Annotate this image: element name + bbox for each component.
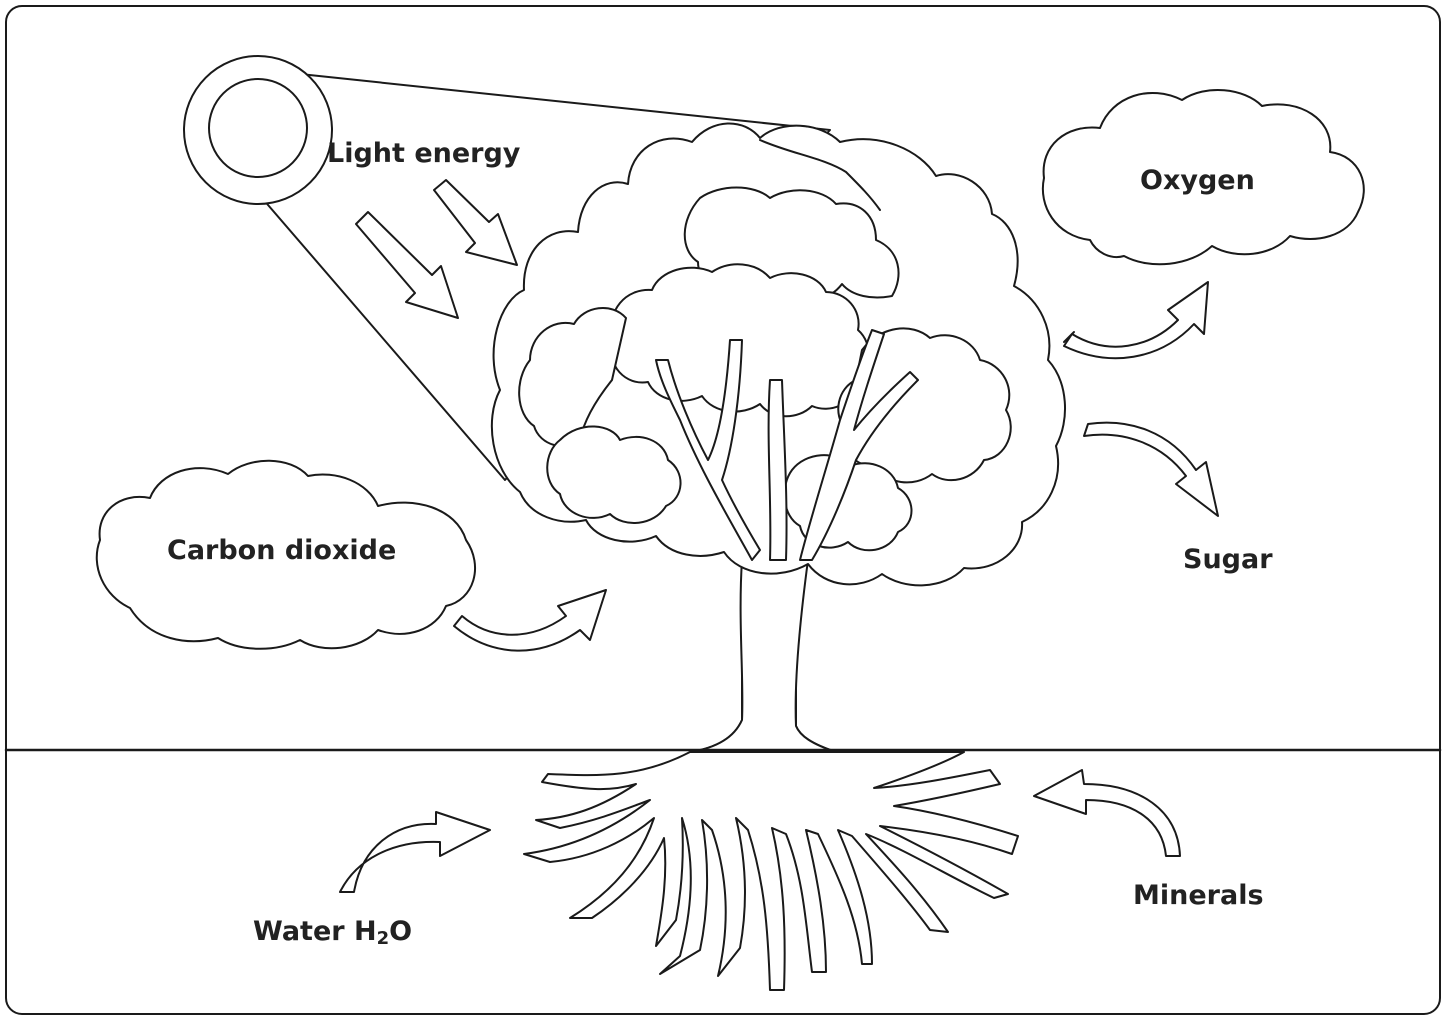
- water-label-main: Water H: [253, 916, 377, 947]
- light-energy-label: Light energy: [327, 140, 520, 167]
- water-label: Water H2O: [253, 918, 412, 948]
- oxygen-label: Oxygen: [1140, 167, 1255, 194]
- minerals-label: Minerals: [1133, 882, 1264, 909]
- sun-icon: [184, 56, 332, 204]
- water-label-tail: O: [389, 916, 412, 947]
- water-label-subscript: 2: [377, 928, 390, 949]
- tree-branch: [769, 380, 787, 560]
- sugar-label: Sugar: [1183, 546, 1273, 573]
- carbon-dioxide-label: Carbon dioxide: [167, 537, 396, 564]
